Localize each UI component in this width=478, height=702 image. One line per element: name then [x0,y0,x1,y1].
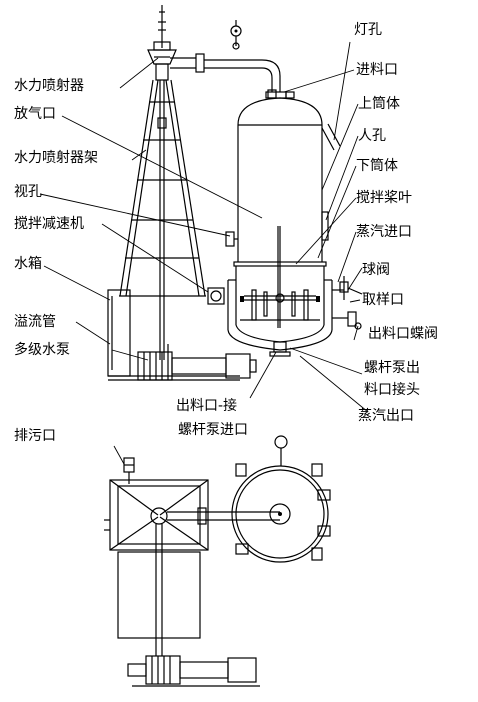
label-multistage-pump: 多级水泵 [14,342,70,358]
label-steam-inlet: 蒸汽进口 [356,224,412,240]
label-agitator-blade: 搅拌桨叶 [356,190,412,206]
label-discharge-to-screw-2: 螺杆泵进口 [178,422,248,438]
pressure-gauge [230,20,242,50]
label-screw-pump-outlet-1: 螺杆泵出 [364,360,420,376]
label-sampling-port: 取样口 [362,292,404,308]
ejector-head [147,5,177,81]
steam-piping [332,276,363,330]
label-sewage-outlet: 排污口 [14,428,56,444]
filled-marks [234,29,320,516]
label-water-tank: 水箱 [14,256,42,272]
label-manhole: 人孔 [358,128,386,144]
agitator [240,226,320,328]
leader-lines [39,41,369,465]
label-lower-cylinder: 下筒体 [356,158,398,174]
ejector-frame [119,79,206,360]
label-screw-pump-outlet-2: 料口接头 [364,382,420,398]
label-agitator-reducer: 搅拌减速机 [14,216,84,232]
label-feed-inlet: 进料口 [356,62,398,78]
tank-plan [104,479,209,639]
label-ejector-frame: 水力喷射器架 [14,150,98,166]
label-vent: 放气口 [14,106,56,122]
vacuum-line-plan [155,507,280,656]
label-overflow-pipe: 溢流管 [14,314,56,330]
water-tank [107,289,240,381]
bottom-outlet [269,341,291,357]
vacuum-line [170,53,287,99]
sewage-valve [123,457,135,484]
multistage-pump [137,344,257,381]
pump-plan [127,655,260,687]
label-water-ejector: 水力喷射器 [14,78,84,94]
vessel-plan [231,435,331,563]
reducer [207,287,225,305]
vessel [225,89,341,351]
label-discharge-to-screw-1: 出料口-接 [176,398,238,414]
label-discharge-butterfly-valve: 出料口蝶阀 [368,326,438,342]
label-ball-valve: 球阀 [362,262,390,278]
label-sight-hole: 视孔 [14,184,42,200]
label-lamp-hole: 灯孔 [354,22,382,38]
label-steam-outlet: 蒸汽出口 [358,408,414,424]
label-upper-cylinder: 上筒体 [358,96,400,112]
